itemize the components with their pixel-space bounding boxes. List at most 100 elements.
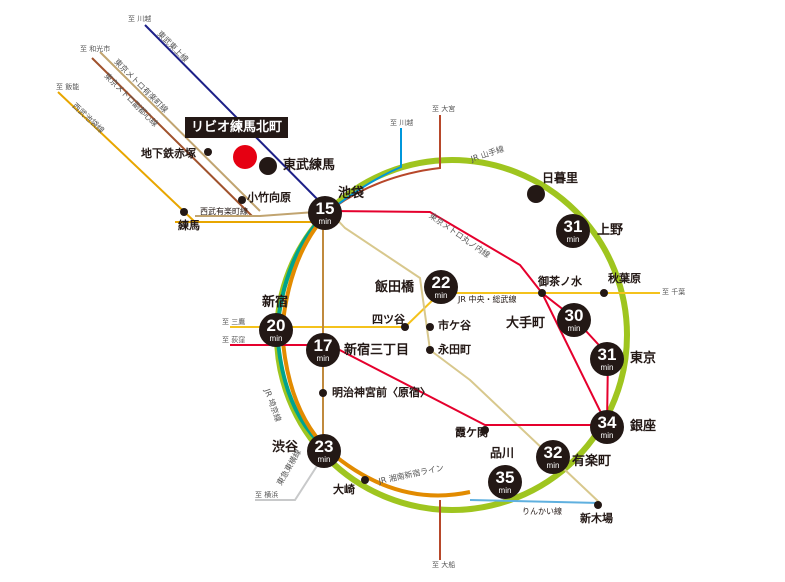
terminus-yokohama: 至 横浜 xyxy=(255,491,279,499)
time-ueno: 31 xyxy=(563,217,583,236)
time-shinjuku-sanchome: 17 xyxy=(313,336,333,355)
label-ueno: 上野 xyxy=(597,223,624,238)
tokyu-toyoko-line xyxy=(255,454,325,501)
unit-shinjuku-sanchome: min xyxy=(316,354,330,363)
chuo-line-west xyxy=(230,292,441,328)
kawagoe-line xyxy=(332,128,402,209)
label-ikebukuro: 池袋 xyxy=(338,186,365,201)
time-shinjuku: 20 xyxy=(266,316,286,335)
station-dot-nippori xyxy=(527,185,545,203)
ginza-tozai-line xyxy=(541,292,608,426)
label-osaki: 大崎 xyxy=(333,483,355,496)
time-yurakucho: 32 xyxy=(543,443,563,462)
label-yurakucho: 有楽町 xyxy=(572,454,612,469)
station-dot-osaki xyxy=(361,476,369,484)
label-akihabara: 秋葉原 xyxy=(608,272,641,285)
station-dot-ochanomizu xyxy=(538,289,546,297)
label-yotsuya: 四ツ谷 xyxy=(372,313,405,326)
unit-shinjuku: min xyxy=(269,334,283,343)
station-dot-kasumigaseki xyxy=(481,426,489,434)
time-shinagawa: 35 xyxy=(495,468,515,487)
terminus-chiba: 至 千葉 xyxy=(662,288,686,296)
unit-ueno: min xyxy=(566,235,580,244)
label-iidabashi: 飯田橋 xyxy=(375,280,415,295)
line-label-rinkai: りんかい線 xyxy=(522,507,562,516)
seibu-yurakucho-line xyxy=(195,210,330,217)
yurakucho-line-inner xyxy=(328,210,601,504)
time-ikebukuro: 15 xyxy=(315,199,335,218)
station-dot-chikatetsu-akatsuka xyxy=(204,148,212,156)
label-meiji-jingumae: 明治神宮前〈原宿〉 xyxy=(332,386,431,399)
unit-yurakucho: min xyxy=(546,461,560,470)
label-shinkiba: 新木場 xyxy=(580,512,613,525)
seibu-ikebukuro-line-outer xyxy=(57,91,196,223)
label-ginza: 銀座 xyxy=(630,419,657,434)
time-ginza: 34 xyxy=(597,413,617,432)
label-tobu-nerima: 東武練馬 xyxy=(283,158,336,173)
label-otemachi: 大手町 xyxy=(506,316,546,331)
time-shibuya: 23 xyxy=(314,437,334,456)
station-dot-meiji-jingumae xyxy=(319,389,327,397)
station-dot-ichigaya xyxy=(426,323,434,331)
unit-otemachi: min xyxy=(567,324,581,333)
label-chikatetsu-akatsuka: 地下鉄赤塚 xyxy=(141,147,196,160)
terminus-hanno: 至 飯能 xyxy=(56,83,80,91)
marunouchi-line xyxy=(230,210,610,426)
label-shinagawa: 品川 xyxy=(490,446,515,460)
time-iidabashi: 22 xyxy=(431,273,451,292)
yurakucho-line-outer xyxy=(99,51,261,212)
unit-ginza: min xyxy=(600,431,614,440)
unit-shibuya: min xyxy=(317,455,331,464)
time-tokyo: 31 xyxy=(597,345,617,364)
station-dot-nagatacho xyxy=(426,346,434,354)
line-label-chuo-sobu: JR 中央・総武線 xyxy=(458,295,517,304)
time-otemachi: 30 xyxy=(564,306,584,325)
label-ochanomizu: 御茶ノ水 xyxy=(538,275,582,288)
terminus-ogikubo: 至 荻窪 xyxy=(222,336,246,344)
line-label-seibu-yurakucho: 西武有楽町線 xyxy=(200,207,248,216)
unit-tokyo: min xyxy=(600,363,614,372)
label-shinjuku-sanchome: 新宿三丁目 xyxy=(344,343,410,358)
terminus-kawagoe-tobu: 至 川越 xyxy=(128,15,152,23)
label-shinjuku: 新宿 xyxy=(262,295,289,310)
station-dot-shinkiba xyxy=(594,501,602,509)
terminus-omiya: 至 大宮 xyxy=(432,105,456,113)
label-shibuya: 渋谷 xyxy=(272,440,299,455)
station-dot-kotake-mukaihara xyxy=(238,196,246,204)
label-ichigaya: 市ケ谷 xyxy=(438,319,471,332)
label-nagatacho: 永田町 xyxy=(438,343,471,356)
station-dot-tobu-nerima xyxy=(259,157,277,175)
unit-shinagawa: min xyxy=(498,486,512,495)
fukutoshin-line-outer xyxy=(91,57,253,217)
label-nippori: 日暮里 xyxy=(542,171,579,185)
label-tokyo: 東京 xyxy=(630,351,657,366)
terminus-wakoshi: 至 和光市 xyxy=(80,45,111,53)
label-nerima: 練馬 xyxy=(178,219,200,232)
station-dot-akihabara xyxy=(600,289,608,297)
label-kotake-mukaihara: 小竹向原 xyxy=(247,191,291,204)
shonan-shinjuku-line xyxy=(279,206,471,498)
home-marker xyxy=(233,145,257,169)
station-dot-nerima xyxy=(180,208,188,216)
terminus-kawagoe-jr: 至 川越 xyxy=(390,119,414,127)
terminus-ofuna: 至 大船 xyxy=(432,561,456,569)
terminus-mitaka: 至 三鷹 xyxy=(222,318,246,326)
label-kasumigaseki: 霞ケ関 xyxy=(455,426,488,439)
unit-iidabashi: min xyxy=(434,291,448,300)
station-dot-yotsuya xyxy=(401,323,409,331)
unit-ikebukuro: min xyxy=(318,217,332,226)
rinkai-line xyxy=(469,499,601,504)
home-label: リビオ練馬北町 xyxy=(185,117,289,138)
